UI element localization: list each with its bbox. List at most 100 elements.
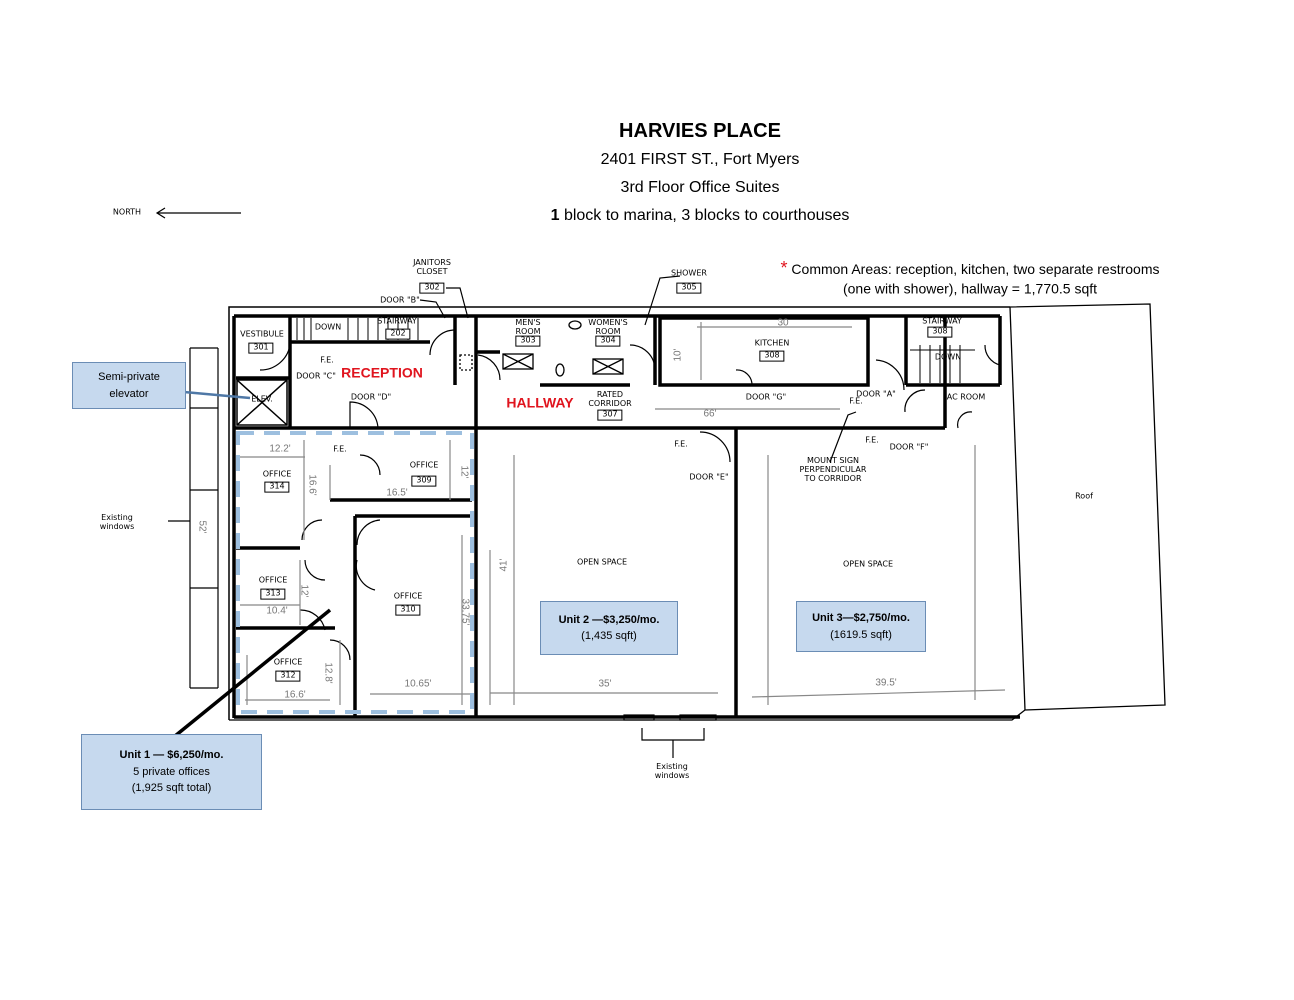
unit1-callout: Unit 1 — $6,250/mo. 5 private offices (1… [81,734,262,810]
door-d-label: DOOR "D" [350,392,392,402]
unit2-sqft: (1,435 sqft) [581,630,637,642]
fe-label: F.E. [333,444,347,454]
room-303: 303 [515,335,541,347]
vestibule-label: VESTIBULE [240,329,284,339]
stairway-east-label: STAIRWAY [922,316,962,326]
room-308-kitchen: 308 [759,350,785,362]
reception-label: RECEPTION [341,364,423,381]
north-label: NORTH [112,207,142,217]
open-space-unit2: OPEN SPACE [576,557,628,567]
common-areas-line1: * Common Areas: reception, kitchen, two … [780,258,1160,279]
fe-label: F.E. [849,396,863,406]
unit2-callout: Unit 2 —$3,250/mo. (1,435 sqft) [540,601,678,655]
door-b-label: DOOR "B" [380,295,420,305]
elevator-icon [236,379,288,426]
dim-39-5: 39.5' [875,677,897,689]
stairs-west [296,318,419,340]
elevator-callout-line2: elevator [109,387,149,400]
room-313: 313 [260,588,286,600]
room-314: 314 [264,481,290,493]
existing-windows-bottom: Existing windows [654,762,690,780]
unit1-title: Unit 1 — $6,250/mo. [119,749,224,762]
dimension-lines [240,322,1006,705]
rated-corridor-label: RATED CORRIDOR [588,390,632,408]
room-309: 309 [411,475,437,487]
room-312: 312 [275,670,301,682]
door-a-label: DOOR "A" [856,389,896,399]
common-areas-line2: (one with shower), hallway = 1,770.5 sqf… [842,280,1098,297]
dim-10: 10' [672,348,684,362]
office-314-label: OFFICE [262,469,292,479]
elevator-leader [183,390,251,400]
elevator-callout-line1: Semi-private [98,371,160,383]
door-c-label: DOOR "C" [296,371,336,381]
room-202: 202 [385,328,411,340]
dim-30: 30 [777,317,789,329]
door-e-label: DOOR "E" [689,472,729,482]
dim-66: 66' [703,408,717,420]
dim-16-6b: 16.6' [284,689,306,701]
dim-12b: 12' [298,584,310,598]
existing-windows-left: Existing windows [99,513,135,531]
door-g-label: DOOR "G" [745,392,787,402]
room-305: 305 [676,282,702,294]
womens-room-label: WOMEN'S ROOM [588,318,628,336]
mens-room-label: MEN'S ROOM [515,318,541,336]
common-areas-text: Common Areas: reception, kitchen, two se… [791,261,1160,278]
mount-sign-note: MOUNT SIGN PERPENDICULAR TO CORRIDOR [799,455,867,483]
page-title: HARVIES PLACE [619,120,781,142]
room-308-stairway: 308 [927,326,953,338]
outer-wall [228,306,1010,720]
room-301: 301 [248,342,274,354]
unit2-title: Unit 2 —$3,250/mo. [558,613,660,626]
tagline: 1 block to marina, 3 blocks to courthous… [551,207,850,225]
address: 2401 FIRST ST., Fort Myers [600,151,800,169]
walls [232,314,1020,719]
dim-10-4: 10.4' [266,605,288,617]
office-312-label: OFFICE [273,657,303,667]
dim-33-75: 33.75' [459,598,471,626]
room-304: 304 [595,335,621,347]
tagline-number: 1 [550,207,560,225]
dim-10-65: 10.65' [404,678,432,690]
elevator-label: ELEV. [251,394,273,404]
fe-label: F.E. [865,435,879,445]
dim-16-6: 16.6' [306,474,318,496]
tagline-text: block to marina, 3 blocks to courthouses [559,207,850,225]
office-313-label: OFFICE [258,575,288,585]
unit1-sqft: (1,925 sqft total) [131,782,212,795]
fe-label: F.E. [674,439,688,449]
door-swings [259,329,1001,661]
dim-41: 41' [498,558,510,572]
unit1-outline [236,431,474,714]
roof-label: Roof [1075,491,1093,501]
existing-windows-bracket-left [168,347,219,689]
unit1-offices: 5 private offices [133,765,210,778]
stairway-east-down: DOWN [934,352,962,362]
hallway-label: HALLWAY [506,394,574,411]
door-f-label: DOOR "F" [889,442,929,452]
janitors-closet-label: JANITORS CLOSET [413,258,451,276]
dim-35: 35' [598,678,612,690]
restroom-fixtures [459,320,624,377]
unit3-sqft: (1619.5 sqft) [830,628,892,641]
room-302: 302 [419,282,445,294]
stairway-down-label: DOWN [314,322,342,332]
roof-outline [229,303,1166,721]
shower-label: SHOWER [671,268,707,278]
subtitle: 3rd Floor Office Suites [620,179,780,197]
office-309-label: OFFICE [409,460,439,470]
office-310-label: OFFICE [393,591,423,601]
label-leaders [419,275,857,463]
kitchen-label: KITCHEN [754,338,790,348]
unit3-callout: Unit 3—$2,750/mo. (1619.5 sqft) [796,601,926,652]
unit1-leader [173,608,332,738]
asterisk: * [780,258,788,279]
ac-room-label: AC ROOM [946,392,986,402]
dim-12-2: 12.2' [269,443,291,455]
north-arrow-icon [155,207,241,219]
room-307: 307 [597,409,623,421]
unit3-title: Unit 3—$2,750/mo. [812,612,910,624]
dim-12-8: 12.8' [322,662,334,684]
